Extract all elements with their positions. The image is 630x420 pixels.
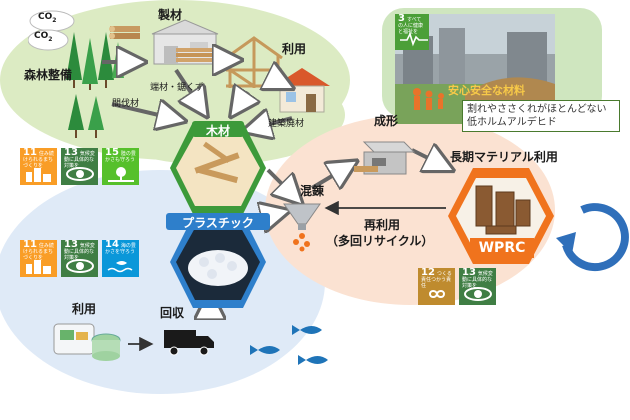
arrow-thinned-to-wood	[111, 104, 180, 120]
callout-line-2: 低ホルムアルデヒド	[467, 117, 557, 128]
label-offcuts-sawdust: 端材・鋸くず	[150, 83, 205, 93]
label-forest-management: 森林整備	[24, 68, 73, 82]
arrow-sawmill-to-wood	[174, 68, 204, 112]
plastic-hexagon	[170, 216, 266, 308]
eye-globe-icon	[66, 167, 94, 181]
tree-icon	[108, 167, 134, 182]
wprc-label-tab	[470, 238, 534, 258]
arrow-mixer-to-molding	[310, 164, 352, 188]
label-collection: 回収	[160, 306, 185, 320]
label-kneading: 混錬	[300, 184, 325, 198]
arrow-plastic-to-mixer	[268, 212, 284, 216]
photo-overlay-text: 安心安全な材料	[448, 84, 525, 97]
arrow-frame-to-house	[272, 78, 288, 86]
food-container-icon	[53, 323, 121, 361]
arrow-frame-to-wood	[234, 92, 248, 112]
label-use-bottom: 利用	[72, 302, 97, 316]
thinned-trees-icon	[68, 94, 104, 138]
truck-icon	[164, 330, 214, 356]
callout-box: 割れやささくれがほとんどない 低ホルムアルデヒド	[462, 100, 620, 132]
wood-label-tab	[192, 121, 244, 137]
wood-label: 木材	[205, 124, 230, 138]
arrow-molding-to-wprc	[411, 150, 448, 168]
label-lumber-making: 製材	[158, 8, 183, 22]
fish-icon-group	[250, 325, 328, 365]
wood-hexagon	[170, 122, 266, 214]
plastic-label-tab	[166, 213, 270, 230]
plastic-label: プラスチック	[182, 216, 254, 230]
city-icon	[26, 260, 51, 274]
label-long-term-use: 長期マテリアル利用	[450, 150, 558, 164]
arrow-wood-to-mixer	[266, 168, 298, 200]
label-thinned-wood: 間伐材	[112, 99, 140, 109]
co2-label-top: CO2	[38, 12, 57, 24]
label-multi-recycle: （多回リサイクル）	[326, 234, 434, 248]
heartbeat-icon	[400, 31, 428, 47]
co2-clouds	[28, 10, 75, 51]
molding-machine-icon	[354, 141, 416, 175]
cycle-arrow-icon	[562, 203, 629, 272]
fish-wave-icon	[107, 261, 133, 273]
eye-globe-icon	[66, 259, 94, 273]
label-reuse: 再利用	[364, 218, 401, 232]
infinity-icon	[428, 290, 446, 298]
callout-line-1: 割れやささくれがほとんどない	[467, 104, 607, 115]
label-molding: 成形	[374, 114, 399, 128]
wprc-label: WPRC	[478, 240, 526, 256]
label-use-top: 利用	[282, 42, 307, 56]
city-icon	[26, 168, 51, 182]
eye-globe-icon	[464, 287, 492, 301]
co2-label-bottom: CO2	[34, 31, 53, 43]
lumber-stack-icon	[176, 48, 216, 62]
log-pile-icon	[109, 26, 140, 39]
arrow-house-to-wood	[248, 118, 293, 130]
mixer-funnel-icon	[283, 203, 321, 252]
label-construction-waste: 建築廃材	[268, 119, 305, 129]
